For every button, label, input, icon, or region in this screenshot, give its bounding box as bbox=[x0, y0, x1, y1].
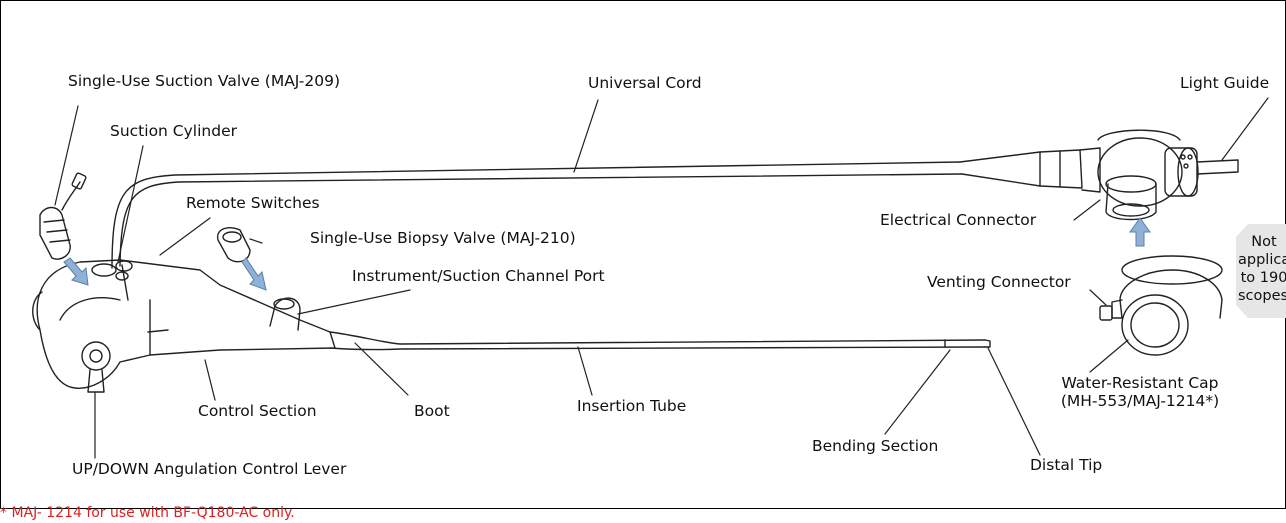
leader-lines bbox=[54, 97, 1269, 459]
suction-valve bbox=[39, 172, 87, 260]
label-boot: Boot bbox=[414, 402, 450, 420]
arrow-suction-valve bbox=[63, 257, 89, 286]
label-venting-connector: Venting Connector bbox=[927, 273, 1071, 291]
label-light-guide: Light Guide bbox=[1180, 74, 1270, 92]
label-water-cap-line2: (MH-553/MAJ-1214*) bbox=[1060, 392, 1220, 410]
not-applicable-badge bbox=[1236, 224, 1286, 318]
not-applicable-text: Not applicable to 190 scopes. bbox=[1238, 233, 1286, 305]
insertion-tube bbox=[329, 331, 991, 351]
label-electrical-connector: Electrical Connector bbox=[880, 211, 1037, 229]
light-guide-connector bbox=[1079, 129, 1239, 221]
label-biopsy-valve: Single-Use Biopsy Valve (MAJ-210) bbox=[310, 229, 576, 247]
badge-line3: to 190 bbox=[1240, 270, 1286, 286]
label-distal-tip: Distal Tip bbox=[1030, 456, 1103, 474]
label-control-section: Control Section bbox=[198, 402, 317, 420]
footnote: * MAJ- 1214 for use with BF-Q180-AC only… bbox=[0, 505, 295, 521]
arrow-cap-to-connector bbox=[1129, 217, 1151, 247]
label-angulation-lever: UP/DOWN Angulation Control Lever bbox=[72, 460, 347, 478]
label-universal-cord: Universal Cord bbox=[588, 74, 702, 92]
label-bending-section: Bending Section bbox=[812, 437, 939, 455]
label-suction-valve: Single-Use Suction Valve (MAJ-209) bbox=[68, 72, 341, 90]
label-suction-cylinder: Suction Cylinder bbox=[110, 122, 237, 140]
label-water-cap-line1: Water-Resistant Cap bbox=[1061, 374, 1219, 392]
label-insertion-tube: Insertion Tube bbox=[577, 397, 687, 415]
label-instrument-port: Instrument/Suction Channel Port bbox=[352, 267, 605, 285]
water-resistant-cap bbox=[1099, 255, 1223, 356]
label-water-cap: Water-Resistant Cap (MH-553/MAJ-1214*) bbox=[1050, 374, 1230, 410]
biopsy-valve bbox=[216, 227, 251, 263]
control-section-body bbox=[32, 259, 336, 393]
badge-line1: Not bbox=[1251, 234, 1277, 250]
badge-line2: applicable bbox=[1238, 252, 1286, 268]
label-remote-switches: Remote Switches bbox=[186, 194, 320, 212]
universal-cord bbox=[111, 149, 1083, 269]
badge-line4: scopes. bbox=[1238, 288, 1286, 304]
arrows bbox=[63, 217, 1151, 291]
arrow-biopsy-valve bbox=[241, 257, 267, 291]
